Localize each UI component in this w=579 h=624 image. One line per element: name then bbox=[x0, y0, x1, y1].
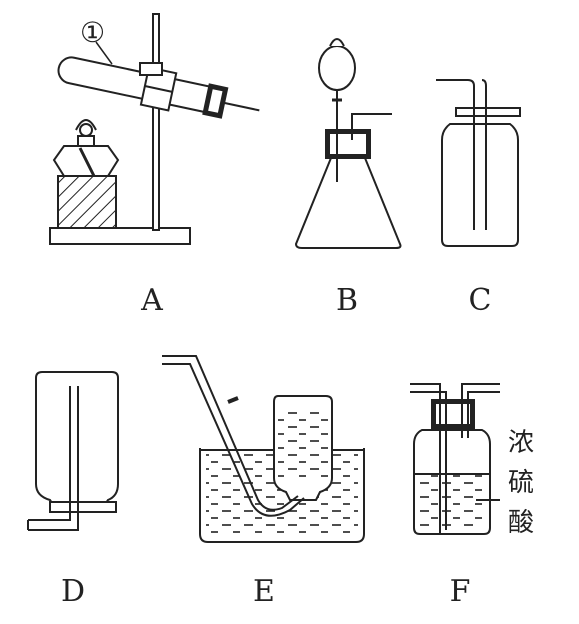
acid-liquid bbox=[418, 474, 486, 530]
conical-flask bbox=[294, 157, 402, 249]
apparatus-c bbox=[436, 79, 521, 247]
label-d: D bbox=[60, 574, 86, 609]
label-a: A bbox=[141, 283, 163, 318]
e-delivery-tube bbox=[162, 355, 299, 511]
reagent-char-3: 酸 bbox=[508, 508, 535, 538]
label-b: B bbox=[335, 283, 359, 318]
trough bbox=[199, 448, 365, 543]
reagent-char-1: 浓 bbox=[508, 428, 535, 458]
f-short-tube bbox=[461, 383, 500, 438]
apparatus-d bbox=[27, 371, 119, 531]
label-e: E bbox=[253, 574, 275, 609]
apparatus-f bbox=[410, 383, 500, 535]
f-long-tube bbox=[410, 383, 447, 534]
inlet-tube bbox=[436, 79, 475, 230]
reagent-char-2: 硫 bbox=[508, 468, 535, 498]
apparatus-e bbox=[162, 355, 365, 543]
test-tube bbox=[57, 56, 260, 119]
funnel-bulb bbox=[318, 45, 356, 91]
apparatus-b bbox=[294, 38, 402, 249]
marker-1-text: ① bbox=[80, 16, 105, 49]
label-f: F bbox=[449, 574, 471, 609]
stand-rod bbox=[152, 13, 160, 231]
clamp-holder bbox=[139, 62, 163, 76]
stand-base bbox=[49, 227, 191, 245]
bottle-cap bbox=[455, 107, 521, 117]
delivery-tube bbox=[351, 113, 392, 140]
d-tube bbox=[28, 386, 79, 531]
gas-bottle bbox=[441, 123, 519, 247]
apparatus-a bbox=[49, 13, 260, 245]
label-c: C bbox=[468, 283, 492, 318]
marker-1: ① bbox=[80, 16, 113, 65]
alcohol-lamp bbox=[52, 119, 120, 229]
